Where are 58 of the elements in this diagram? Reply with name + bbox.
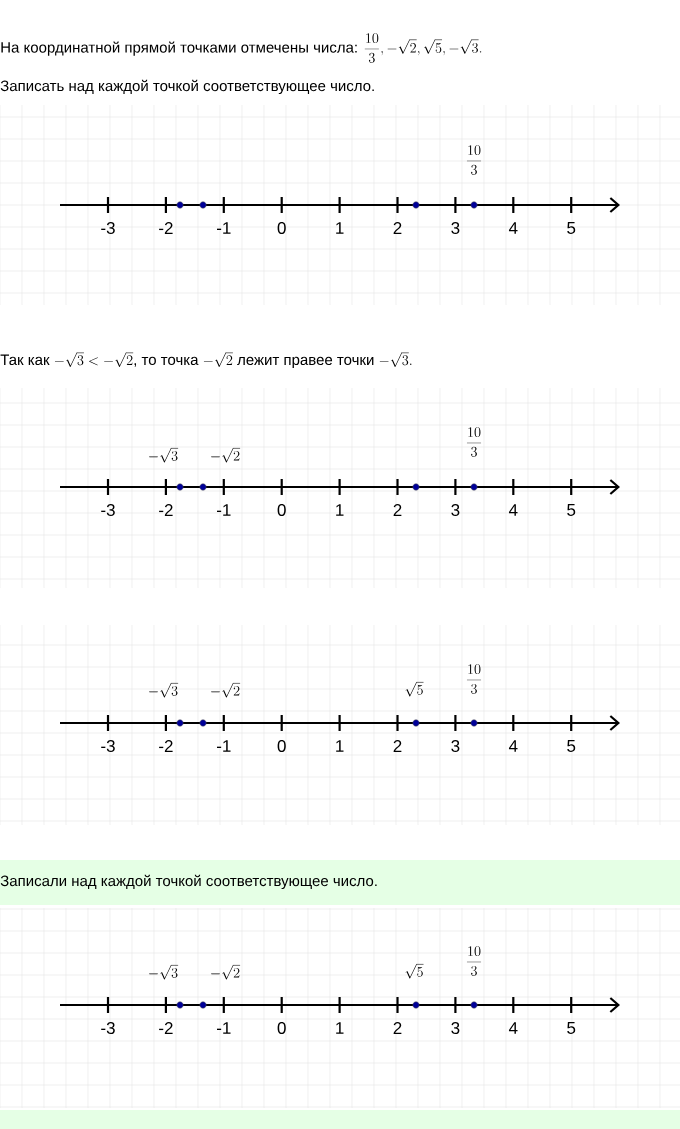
tick-label: 3 [451, 1022, 460, 1034]
tick-label: 4 [508, 222, 518, 234]
tick-label: 4 [508, 740, 518, 752]
point-label: $\sqrt{5}$ [405, 964, 424, 979]
sentence: Записать над каждой точкой соответствующее число. [0, 79, 374, 95]
tick-label: 1 [336, 222, 344, 234]
label: $-\sqrt{3}.$ [379, 352, 412, 367]
point-label: $-\sqrt{3}$ [149, 448, 179, 463]
sentence: Записали над каждой точкой соответствующее число. [0, 874, 377, 890]
tick-label: 0 [277, 739, 286, 752]
tick-label: -2 [159, 1022, 173, 1034]
tick-label: 0 [277, 1022, 286, 1034]
tick-label: 1 [336, 740, 344, 752]
tick-label: 4 [508, 1022, 518, 1034]
point-label: $-\sqrt{2}$ [211, 683, 241, 698]
tick-label: 5 [567, 740, 576, 752]
label: $-\sqrt{3} < -\sqrt{2}$ [54, 352, 134, 367]
tick-label: 1 [336, 1022, 344, 1034]
tick-label: -3 [101, 221, 115, 234]
point-label: $\sqrt{5}$ [405, 682, 424, 697]
label: , то точка [134, 356, 199, 367]
tick-label: 2 [393, 222, 402, 234]
tick-label: -2 [159, 222, 173, 234]
tick-label: 5 [567, 1022, 576, 1034]
sentence: Так как $-\sqrt{3} < -\sqrt{2}$, то точка $-\sqrt{2}$ лежит правее точки $-\sqrt{3}.$ [0, 352, 412, 368]
point-label: $-\sqrt{2}$ [211, 965, 241, 980]
tick-label: 0 [277, 221, 286, 234]
tick-label: -1 [217, 504, 231, 516]
tick-label: 3 [451, 221, 460, 234]
sentence: На координатной прямой точками отмечены числа: $\frac{10}{3}, -\sqrt{2}, \sqrt{5}, -\sqrt{3}.$ [1, 33, 482, 63]
point-label: $-\sqrt{3}$ [149, 965, 179, 980]
point-label: $\frac{10}{3}$ [466, 946, 482, 976]
tick-label: 5 [567, 222, 576, 234]
tick-label: -1 [217, 740, 231, 752]
tick-label: -2 [159, 504, 173, 516]
tick-label: -1 [217, 222, 231, 234]
tick-label: -3 [101, 739, 115, 752]
tick-label: -3 [101, 1022, 115, 1034]
tick-label: -3 [101, 503, 115, 516]
tick-label: -2 [159, 740, 173, 752]
tick-label: 3 [451, 739, 460, 752]
tick-label: 0 [277, 503, 286, 516]
tick-label: 2 [393, 740, 402, 752]
label: Так как [0, 354, 50, 366]
point-label: $\frac{10}{3}$ [466, 664, 482, 694]
tick-label: 2 [393, 504, 402, 516]
tick-label: -1 [217, 1022, 231, 1034]
label: $-\sqrt{2}$ [203, 352, 233, 367]
point-label: $-\sqrt{3}$ [149, 683, 179, 698]
point-label: $\frac{10}{3}$ [466, 145, 482, 175]
tick-label: 2 [393, 1022, 402, 1034]
tick-label: 3 [451, 503, 460, 516]
point-label: $-\sqrt{2}$ [211, 448, 241, 463]
point-label: $\frac{10}{3}$ [466, 427, 482, 457]
tick-label: 1 [336, 504, 344, 516]
tick-label: 5 [567, 504, 576, 516]
label: лежит правее точки [237, 356, 374, 369]
tick-label: 4 [508, 504, 518, 516]
